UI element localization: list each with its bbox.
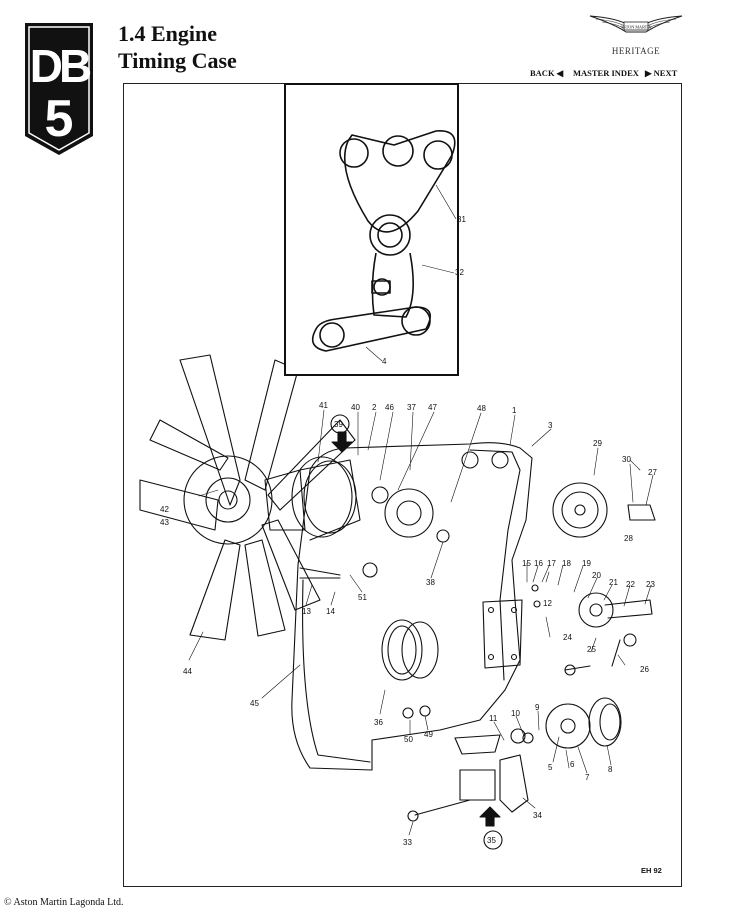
part-label-23: 23: [646, 580, 655, 589]
part-label-37: 37: [407, 403, 416, 412]
part-label-1: 1: [512, 406, 517, 415]
part-label-40: 40: [351, 403, 360, 412]
aston-martin-wings-logo: ASTON MARTIN: [589, 15, 683, 33]
part-label-12: 12: [543, 599, 552, 608]
part-label-22: 22: [626, 580, 635, 589]
inset-label-32: 32: [455, 268, 464, 277]
part-label-26: 26: [640, 665, 649, 674]
part-label-6: 6: [570, 760, 575, 769]
page-title: 1.4 Engine Timing Case: [118, 20, 237, 74]
part-label-49: 49: [424, 730, 433, 739]
part-label-45: 45: [250, 699, 259, 708]
part-label-9: 9: [535, 703, 540, 712]
part-label-33: 33: [403, 838, 412, 847]
logo-5-digit: 5: [45, 90, 74, 148]
db5-logo: DB 5: [25, 23, 95, 155]
part-label-10: 10: [511, 709, 520, 718]
part-label-46: 46: [385, 403, 394, 412]
crank-sprocket: [545, 703, 591, 749]
title-line-1: 1.4 Engine: [118, 21, 218, 46]
part-label-11: 11: [489, 714, 498, 723]
part-label-30: 30: [622, 455, 631, 464]
part-label-34: 34: [533, 811, 542, 820]
part-labels: 1 2 3 6 5 7 8 9 10 11 12 13 14 15 16 17 …: [160, 401, 657, 847]
inset-label-31: 31: [457, 215, 466, 224]
master-index-link[interactable]: MASTER INDEX: [573, 68, 639, 78]
chain-routing-diagram: [311, 130, 457, 362]
part-label-36: 36: [374, 718, 383, 727]
camshaft-sprocket: [552, 482, 608, 538]
part-label-17: 17: [547, 559, 556, 568]
copyright-notice: © Aston Martin Lagonda Ltd.: [4, 897, 124, 908]
part-label-44: 44: [183, 667, 192, 676]
drawing-reference: EH 92: [641, 866, 662, 875]
part-label-43: 43: [160, 518, 169, 527]
chain-routing-inset: 31 32 4: [284, 83, 466, 376]
part-label-18: 18: [562, 559, 571, 568]
part-label-42: 42: [160, 505, 169, 514]
part-label-27: 27: [648, 468, 657, 477]
brand-subtitle: HERITAGE: [611, 46, 661, 56]
part-label-29: 29: [593, 439, 602, 448]
title-line-2: Timing Case: [118, 48, 237, 73]
front-cover-plate: [482, 599, 523, 669]
part-label-48: 48: [477, 404, 486, 413]
back-link[interactable]: BACK ◀: [530, 68, 564, 78]
tensioner: [499, 754, 529, 813]
water-pump: [291, 456, 353, 538]
part-label-21: 21: [609, 578, 618, 587]
part-label-3: 3: [548, 421, 553, 430]
part-label-41: 41: [319, 401, 328, 410]
inset-label-4: 4: [382, 357, 387, 366]
fan-blades: [139, 354, 356, 641]
next-link[interactable]: ▶ NEXT: [645, 68, 678, 78]
part-label-50: 50: [404, 735, 413, 744]
part-label-35: 35: [487, 836, 496, 845]
part-label-51: 51: [358, 593, 367, 602]
crank-seal: [381, 619, 423, 681]
logo-db-letters: DB: [30, 40, 91, 92]
part-label-13: 13: [302, 607, 311, 616]
timing-case-body: [291, 442, 533, 771]
part-label-16: 16: [534, 559, 543, 568]
part-label-28: 28: [624, 534, 633, 543]
part-label-39: 39: [334, 420, 343, 429]
part-label-38: 38: [426, 578, 435, 587]
part-label-14: 14: [326, 607, 335, 616]
part-label-47: 47: [428, 403, 437, 412]
part-label-19: 19: [582, 559, 591, 568]
part-label-20: 20: [592, 571, 601, 580]
brand-name: ASTON MARTIN: [620, 25, 651, 30]
part-label-2: 2: [372, 403, 377, 412]
part-label-15: 15: [522, 559, 531, 568]
timing-case-exploded-diagram: 1 2 3 6 5 7 8 9 10 11 12 13 14 15 16 17 …: [139, 354, 657, 850]
part-label-7: 7: [585, 773, 590, 782]
part-label-8: 8: [608, 765, 613, 774]
part-label-24: 24: [563, 633, 572, 642]
part-label-25: 25: [587, 645, 596, 654]
part-label-5: 5: [548, 763, 553, 772]
